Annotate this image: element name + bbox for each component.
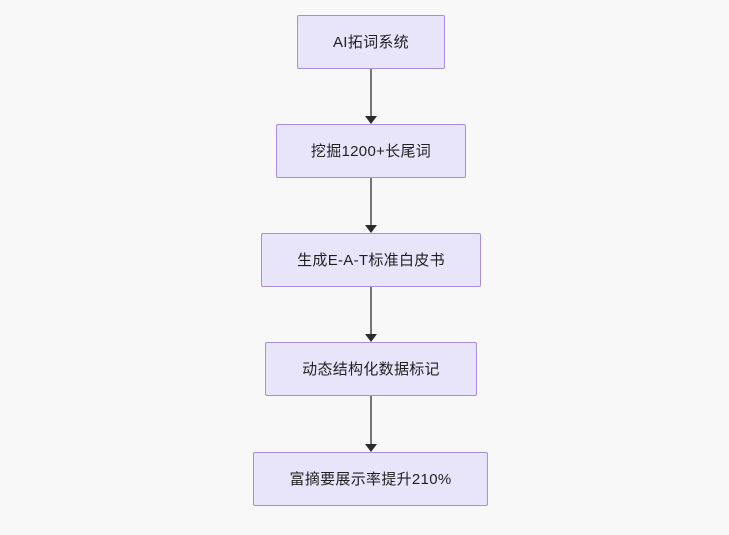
arrow-line	[370, 287, 372, 335]
flow-arrow-1	[364, 69, 378, 124]
arrow-head-icon	[365, 444, 377, 452]
flow-node-dynamic-structured-data-markup[interactable]: 动态结构化数据标记	[265, 342, 477, 396]
arrow-head-icon	[365, 225, 377, 233]
flow-node-label: AI拓词系统	[333, 33, 409, 51]
flow-node-label: 富摘要展示率提升210%	[289, 470, 452, 488]
flow-arrow-2	[364, 178, 378, 233]
flow-arrow-3	[364, 287, 378, 342]
flow-arrow-4	[364, 396, 378, 452]
arrow-head-icon	[365, 334, 377, 342]
arrow-line	[370, 178, 372, 226]
arrow-line	[370, 396, 372, 445]
arrow-head-icon	[365, 116, 377, 124]
flow-node-mine-longtail-keywords[interactable]: 挖掘1200+长尾词	[276, 124, 466, 178]
flow-node-generate-eat-whitepaper[interactable]: 生成E-A-T标准白皮书	[261, 233, 481, 287]
flow-node-label: 挖掘1200+长尾词	[310, 142, 432, 160]
flow-node-rich-snippet-impression-lift[interactable]: 富摘要展示率提升210%	[253, 452, 488, 506]
flow-node-ai-keyword-system[interactable]: AI拓词系统	[297, 15, 445, 69]
flow-node-label: 生成E-A-T标准白皮书	[297, 251, 445, 269]
arrow-line	[370, 69, 372, 117]
flow-node-label: 动态结构化数据标记	[302, 360, 440, 378]
